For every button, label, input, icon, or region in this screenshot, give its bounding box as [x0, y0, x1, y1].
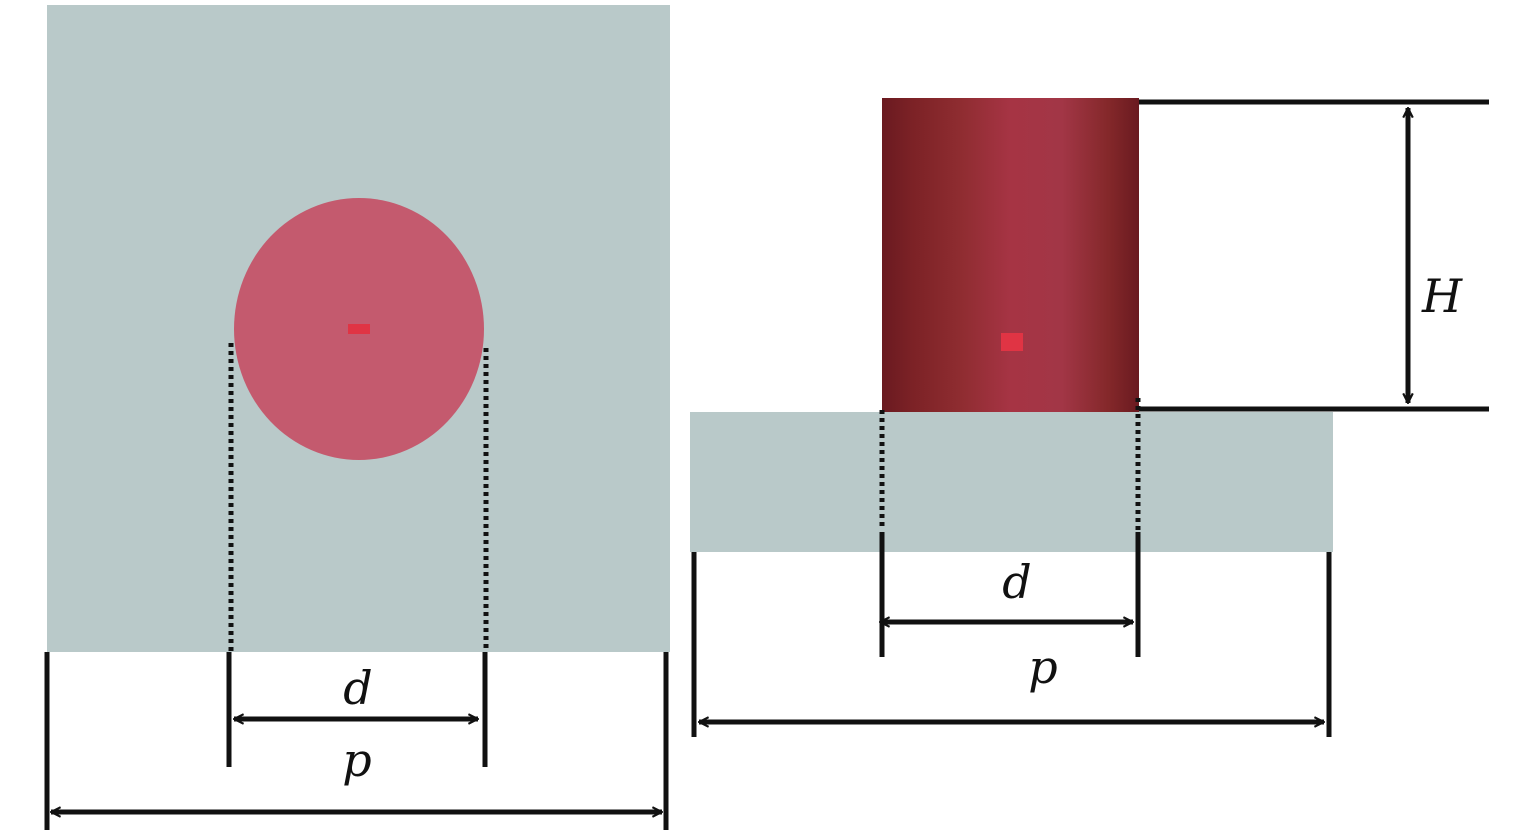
side-view: H d p — [690, 98, 1489, 737]
side-view-d-label: d — [1002, 555, 1031, 609]
top-view-center-mark — [348, 324, 370, 334]
side-view-p-label: p — [1028, 640, 1057, 694]
top-view: d p — [44, 5, 670, 830]
top-view-p-label: p — [342, 733, 371, 787]
side-view-pillar — [882, 98, 1139, 412]
side-view-H-label: H — [1421, 269, 1463, 323]
side-view-substrate — [690, 412, 1333, 552]
top-view-d-label: d — [343, 661, 372, 715]
side-view-center-mark — [1001, 333, 1023, 351]
